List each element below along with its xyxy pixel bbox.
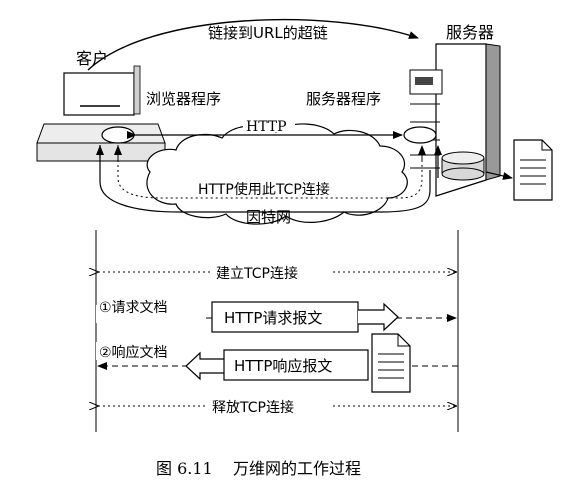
client-label: 客户 (76, 49, 108, 68)
establish-tcp-label: 建立TCP连接 (216, 265, 298, 282)
http-response-label: HTTP响应报文 (234, 357, 332, 375)
request-block-arrow (358, 302, 399, 332)
client-computer (36, 65, 166, 162)
server-label: 服务器 (446, 23, 494, 42)
browser-program-label: 浏览器程序 (146, 90, 221, 108)
http-request-label: HTTP请求报文 (224, 309, 322, 327)
server-program-label: 服务器程序 (306, 90, 381, 108)
response-block-arrow (185, 351, 224, 381)
http-response-box (223, 349, 369, 381)
http-label: HTTP (246, 119, 287, 135)
tcp-path-outer (99, 145, 431, 213)
disk-icon (441, 151, 485, 181)
disk-to-document-arrow (485, 171, 513, 180)
hyperlink-label: 链接到URL的超链 (208, 24, 328, 42)
browser-program-node (101, 126, 135, 144)
hyperlink-arrow (87, 18, 419, 71)
step1-label: ①请求文档 (99, 300, 168, 316)
tcp-path-inner-dotted (117, 145, 423, 199)
document-icon (513, 139, 553, 201)
server-program-node (403, 126, 437, 144)
release-tcp-label: 释放TCP连接 (212, 399, 294, 416)
step2-label: ②响应文档 (99, 344, 168, 361)
figure-caption: 图 6.11 万维网的工作过程 (156, 459, 361, 478)
internet-label: 因特网 (246, 208, 291, 226)
response-document-icon (371, 333, 411, 393)
http-uses-tcp-label: HTTP使用此TCP连接 (198, 181, 330, 198)
http-request-box (211, 301, 359, 333)
